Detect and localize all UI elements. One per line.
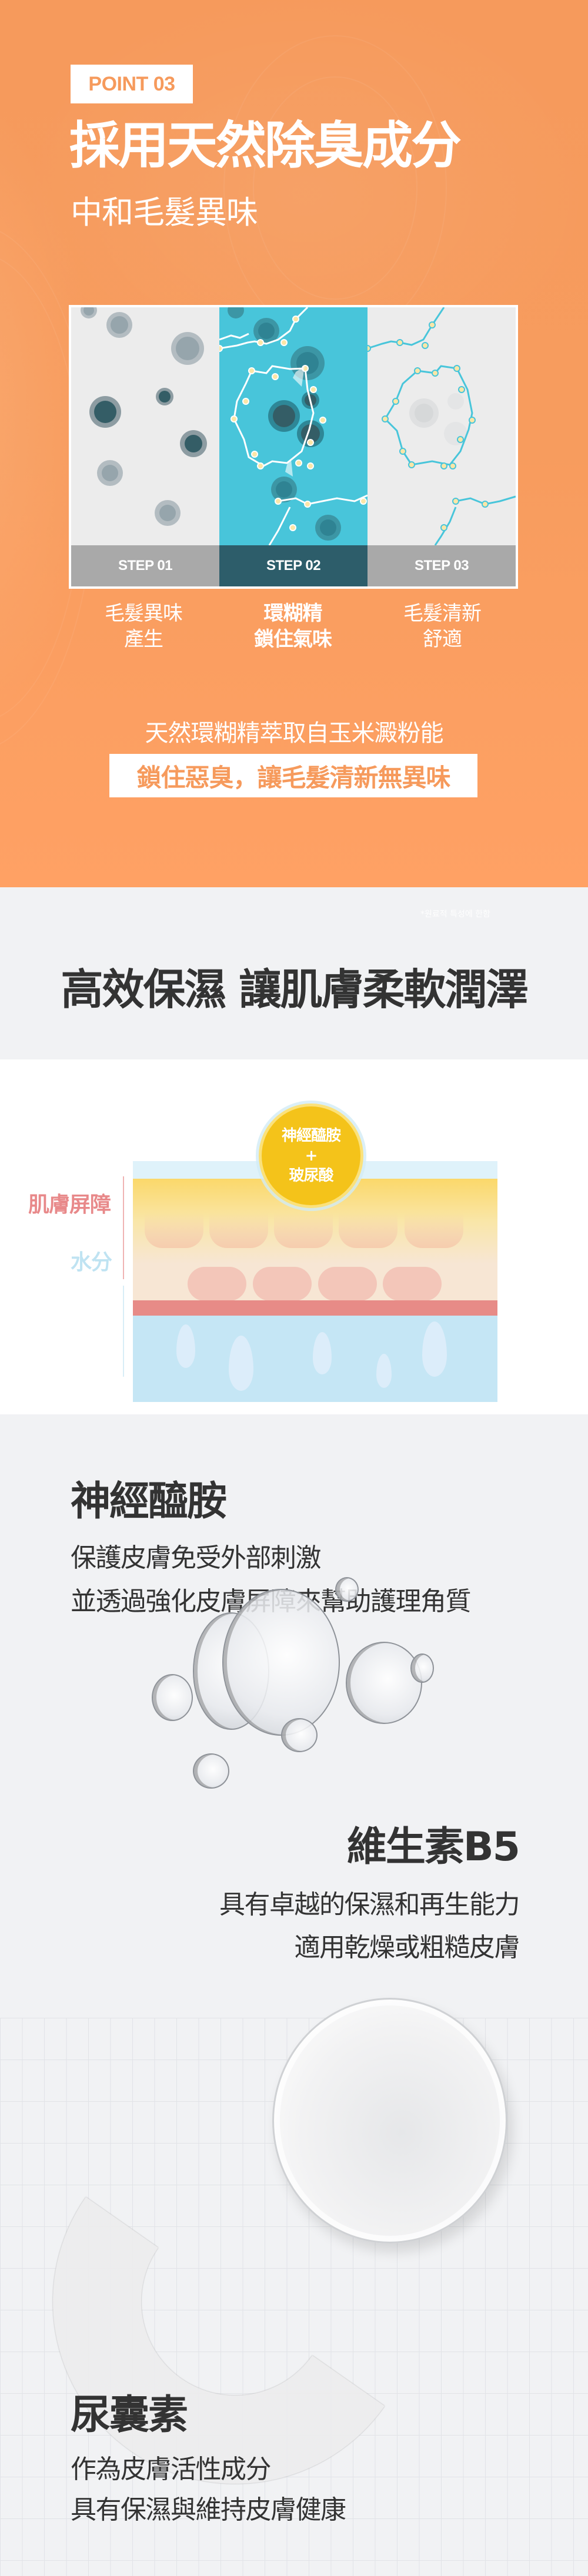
odor-particles-illustration <box>71 307 219 545</box>
caption-line: 環糊精 <box>263 602 323 625</box>
skin-cell <box>339 1213 397 1248</box>
description-text: 天然環糊精萃取自玉米澱粉能 <box>145 720 444 747</box>
ingredient-desc: 作為皮膚活性成分 <box>71 2454 272 2484</box>
ingredient-desc: 具有卓越的保濕和再生能力 <box>219 1890 520 1920</box>
step-captions: 毛髮異味 產生 環糊精 鎖住氣味 毛髮清新 舒適 <box>69 601 518 652</box>
water-drop-icon <box>376 1354 392 1388</box>
ingredient-desc: 具有保濕與維持皮膚健康 <box>71 2495 346 2525</box>
serum-bubbles-image <box>152 1577 452 1812</box>
powder-dish-image <box>272 1998 507 2243</box>
step-label: STEP 02 <box>219 545 368 586</box>
skin-cell <box>188 1267 246 1301</box>
section-subtitle: 中和毛髮異味 <box>71 194 258 231</box>
fine-print: *원료적 특성에 한함 <box>420 910 490 919</box>
step-label: STEP 03 <box>368 545 516 586</box>
caption-line: 鎖住氣味 <box>254 628 332 651</box>
water-bracket-line <box>123 1286 124 1377</box>
step-panel-3: STEP 03 <box>368 307 516 586</box>
water-drop-icon <box>422 1321 447 1377</box>
lipid-layer <box>133 1179 497 1301</box>
water-drop-icon <box>229 1336 253 1391</box>
bubble <box>281 1718 318 1752</box>
step-caption-2: 環糊精 鎖住氣味 <box>218 601 368 652</box>
ingredient-title-allantoin: 尿囊素 <box>71 2392 188 2439</box>
skin-cell <box>318 1267 377 1301</box>
caption-line: 毛髮清新 <box>403 602 482 625</box>
bubble <box>222 1589 340 1736</box>
step-caption-3: 毛髮清新 舒適 <box>368 601 517 652</box>
skin-cell <box>383 1267 442 1301</box>
highlight-banner: 鎖住惡臭，讓毛髮清新無異味 <box>109 754 477 797</box>
skin-cell <box>145 1213 203 1248</box>
ingredient-title-vitamin-b5: 維生素B5 <box>346 1824 520 1870</box>
caption-line: 舒適 <box>423 628 462 651</box>
barrier-line <box>133 1300 497 1316</box>
cyclodextrin-trap-illustration <box>219 307 368 545</box>
point-03-section: POINT 03 採用天然除臭成分 中和毛髮異味 STEP 01 <box>0 0 588 887</box>
point-badge: POINT 03 <box>71 65 193 103</box>
skin-barrier-diagram: 肌膚屏障 水分 神經醯胺 + 玻尿酸 <box>0 1059 588 1414</box>
step-label: STEP 01 <box>71 545 219 586</box>
bubble <box>152 1674 193 1721</box>
badge-line: 神經醯胺 <box>281 1127 341 1145</box>
badge-line: 玻尿酸 <box>289 1167 333 1185</box>
caption-line: 產生 <box>124 628 163 651</box>
step-caption-1: 毛髮異味 產生 <box>69 601 218 652</box>
skin-cell <box>253 1267 312 1301</box>
fresh-hair-illustration <box>368 307 516 545</box>
ingredients-section: 神經醯胺 保護皮膚免受外部刺激 並透過強化皮膚屏障來幫助護理角質 維生素B5 具… <box>0 1414 588 2576</box>
ingredient-title-ceramide: 神經醯胺 <box>71 1478 227 1525</box>
bubble <box>410 1653 434 1683</box>
water-drop-icon <box>176 1324 195 1368</box>
step-panel-1: STEP 01 <box>71 307 219 586</box>
caption-line: 毛髮異味 <box>105 602 183 625</box>
skin-cell <box>274 1213 333 1248</box>
ceramide-hyaluronic-badge: 神經醯胺 + 玻尿酸 <box>262 1106 360 1205</box>
skin-cell <box>405 1213 463 1248</box>
label-water: 水分 <box>71 1250 112 1274</box>
steps-illustration: STEP 01 <box>69 305 518 589</box>
step-panel-2: STEP 02 <box>219 307 368 586</box>
moisture-headline-section: *원료적 특성에 한함 高效保濕 讓肌膚柔軟潤澤 <box>0 887 588 1059</box>
ripple-decoration <box>253 76 417 300</box>
ingredient-desc: 保護皮膚免受外部刺激 <box>71 1543 322 1573</box>
water-drop-icon <box>313 1332 332 1374</box>
bubble <box>193 1753 229 1789</box>
water-layer <box>133 1316 497 1402</box>
label-skin-barrier: 肌膚屏障 <box>28 1193 111 1217</box>
plus-icon: + <box>305 1147 318 1165</box>
barrier-bracket-line <box>123 1176 124 1279</box>
ingredient-desc: 適用乾燥或粗糙皮膚 <box>294 1933 520 1963</box>
bubble <box>335 1577 359 1602</box>
moisture-headline: 高效保濕 讓肌膚柔軟潤澤 <box>61 965 528 1014</box>
section-title: 採用天然除臭成分 <box>69 116 462 175</box>
bubble <box>346 1642 422 1724</box>
skin-cell <box>209 1213 268 1248</box>
